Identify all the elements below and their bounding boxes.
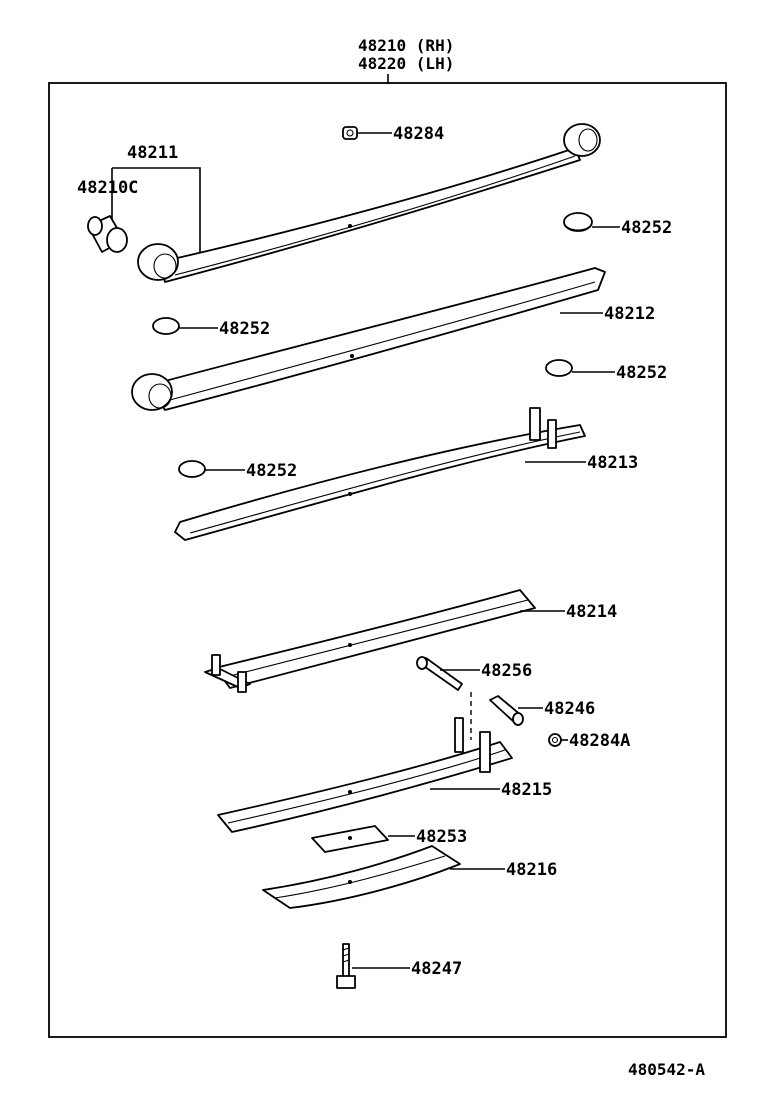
part-48252-clip-1: [563, 212, 593, 232]
part-48252-clip-4: [178, 460, 206, 478]
assembly-number-lh: 48220 (LH): [358, 54, 454, 73]
part-48212-second-leaf: [131, 267, 606, 411]
part-48246-spacer: [489, 695, 524, 726]
callout-48210C: 48210C: [77, 178, 138, 198]
part-48252-clip-3: [545, 359, 573, 377]
callout-48253: 48253: [416, 827, 467, 847]
callout-48211: 48211: [127, 143, 178, 163]
callout-48252-b: 48252: [219, 319, 270, 339]
part-48215-fifth-leaf: [217, 717, 513, 833]
callout-48252-a: 48252: [621, 218, 672, 238]
illustration-reference: 480542-A: [628, 1060, 705, 1079]
assembly-number-rh: 48210 (RH): [358, 36, 454, 55]
callout-48284A: 48284A: [569, 731, 630, 751]
callout-48252-c: 48252: [616, 363, 667, 383]
callout-48213: 48213: [587, 453, 638, 473]
part-48214-fourth-leaf: [204, 589, 536, 693]
part-48284-nut: [342, 126, 358, 140]
callout-48216: 48216: [506, 860, 557, 880]
part-48213-third-leaf: [174, 407, 586, 541]
part-48284A-nut: [548, 733, 562, 747]
callout-48246: 48246: [544, 699, 595, 719]
part-48256-bolt: [416, 656, 463, 691]
callout-48284: 48284: [393, 124, 444, 144]
part-48252-clip-2: [152, 317, 180, 335]
callout-48247: 48247: [411, 959, 462, 979]
part-48253-plate: [311, 825, 389, 853]
diagram-frame: [48, 82, 727, 1038]
part-48216-bottom-leaf: [262, 845, 461, 909]
callout-48215: 48215: [501, 780, 552, 800]
callout-48214: 48214: [566, 602, 617, 622]
part-48211-main-leaf: [137, 123, 601, 283]
callout-48212: 48212: [604, 304, 655, 324]
part-48210C-bushing: [87, 215, 128, 253]
callout-48252-d: 48252: [246, 461, 297, 481]
part-48247-center-bolt: [336, 943, 356, 989]
callout-48256: 48256: [481, 661, 532, 681]
